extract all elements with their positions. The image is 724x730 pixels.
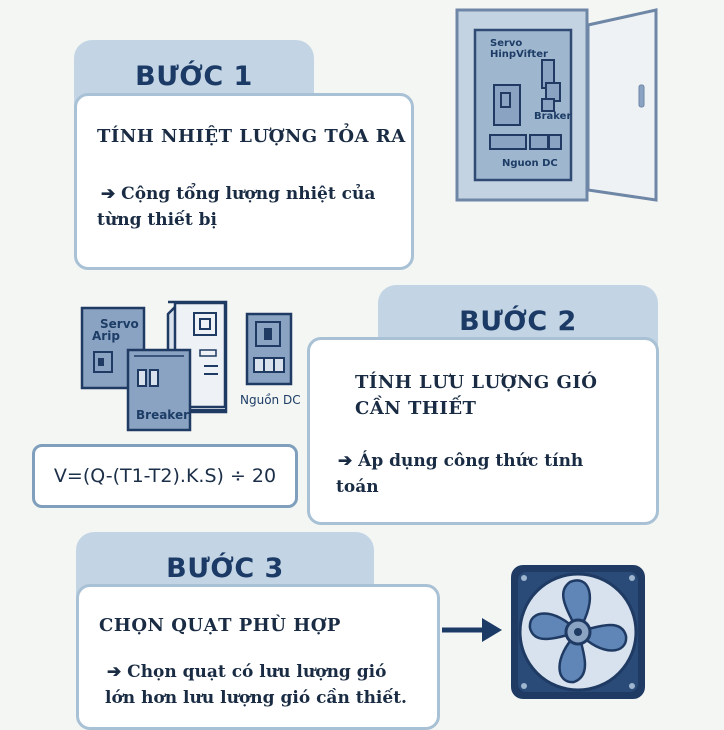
step-2-title-line-1: TÍNH LƯU LƯỢNG GIÓ: [355, 372, 598, 393]
step-2-body-line-1: ➔ Áp dụng công thức tính: [338, 451, 584, 471]
fan-icon: [508, 562, 648, 702]
device-group: Servo Arip Breaker Nguồn DC: [80, 298, 305, 438]
step-3-card: CHỌN QUẠT PHÙ HỢP ➔ Chọn quạt có lưu lượ…: [76, 584, 440, 730]
formula-text: V=(Q-(T1-T2).K.S) ÷ 20: [53, 465, 277, 487]
step-3-label: BƯỚC 3: [166, 552, 284, 584]
cabinet-label-servo-1: Servo: [490, 38, 523, 49]
device-label-breaker: Breaker: [136, 408, 190, 422]
step-1-label: BƯỚC 1: [135, 60, 253, 92]
step-1-body-line-1: ➔ Cộng tổng lượng nhiệt của: [101, 184, 376, 204]
device-label-servo-2: Arip: [92, 329, 120, 343]
step-2-body-line-2: toán: [336, 477, 379, 497]
cabinet-label-servo-2: HinpVifter: [490, 49, 548, 60]
step-1-card: TÍNH NHIỆT LƯỢNG TỎA RA ➔ Cộng tổng lượn…: [74, 93, 414, 270]
step-2-title-line-2: CẦN THIẾT: [355, 398, 477, 419]
cabinet-label-breaker: Braker: [534, 111, 572, 122]
power-supply-icon: [245, 312, 293, 386]
step-3-body-line-2: lớn hơn lưu lượng gió cần thiết.: [105, 688, 407, 708]
airflow-formula: V=(Q-(T1-T2).K.S) ÷ 20: [32, 444, 298, 508]
step-1-body-line-2: từng thiết bị: [97, 210, 217, 230]
cabinet-label-power: Nguon DC: [502, 158, 558, 169]
arrow-right-icon: [442, 614, 504, 646]
step-1-title: TÍNH NHIỆT LƯỢNG TỎA RA: [97, 126, 406, 147]
step-2-card: TÍNH LƯU LƯỢNG GIÓ CẦN THIẾT ➔ Áp dụng c…: [307, 337, 659, 525]
electrical-cabinet: Servo HinpVifter Braker Nguon DC: [450, 5, 660, 205]
device-label-servo-1: Servo: [100, 317, 139, 331]
devices-icon: [80, 300, 293, 432]
device-label-power: Nguồn DC: [240, 393, 301, 407]
step-3-title: CHỌN QUẠT PHÙ HỢP: [99, 615, 341, 636]
step-3-body-line-1: ➔ Chọn quạt có lưu lượng gió: [107, 662, 387, 682]
breaker-icon: [126, 348, 192, 432]
step-2-label: BƯỚC 2: [459, 305, 577, 337]
cabinet-icon: [455, 8, 658, 202]
